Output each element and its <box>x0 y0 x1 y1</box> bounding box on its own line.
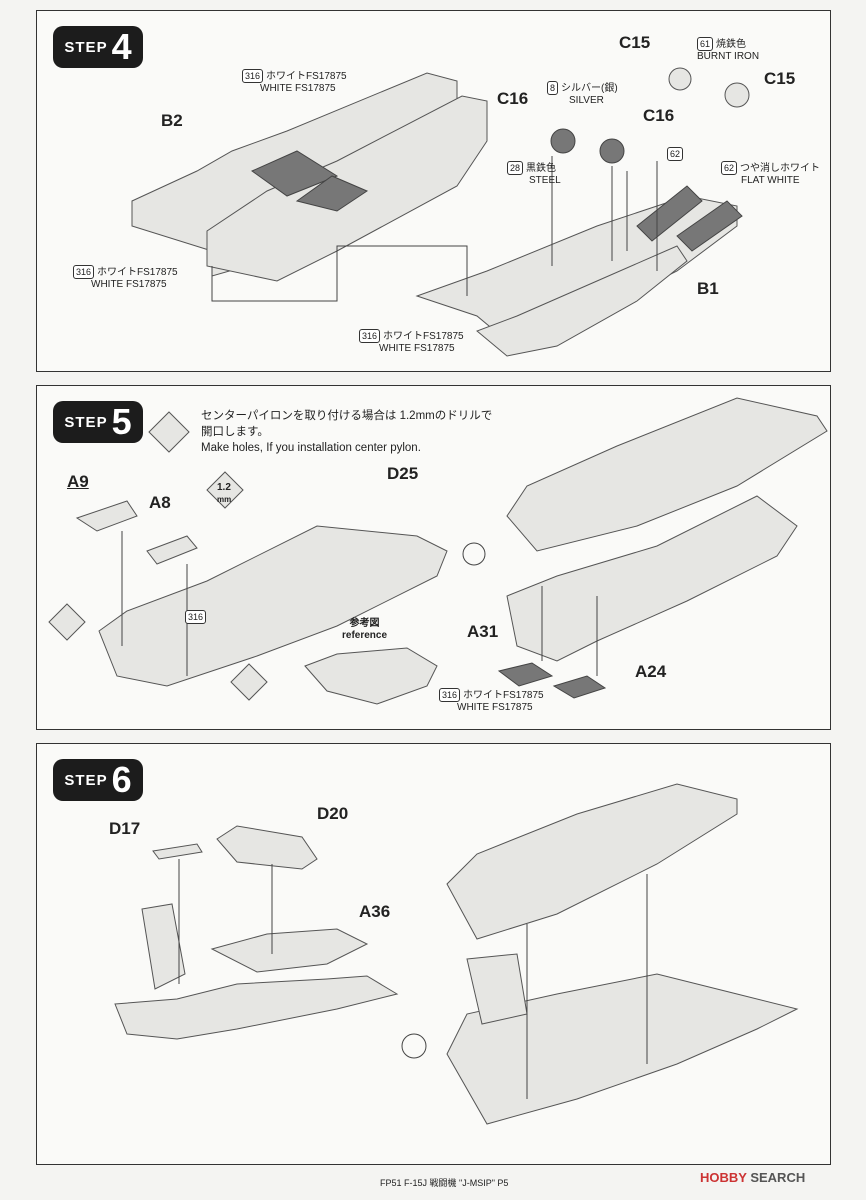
step-icon-bottom <box>230 663 268 701</box>
part-c16-a <box>550 128 576 154</box>
part-label-a9: A9 <box>67 472 89 491</box>
rotate-icon <box>462 542 486 566</box>
step-6-badge: STEP 6 <box>53 759 143 801</box>
part-label-d17: D17 <box>109 819 141 838</box>
step-5-badge: STEP 5 <box>53 401 143 443</box>
color-callout-316-small: 316 <box>185 610 209 624</box>
part-a8 <box>146 535 198 565</box>
step-number: 5 <box>111 401 132 442</box>
part-c15-a <box>668 67 692 91</box>
part-label-c15-right: C15 <box>764 69 796 88</box>
drill-note: センターパイロンを取り付ける場合は 1.2mmのドリルで開口します。 Make … <box>201 408 501 456</box>
step-icon-left <box>48 603 86 641</box>
part-label-b2: B2 <box>161 111 183 130</box>
part-d20 <box>216 825 318 870</box>
color-callout-flat-white-small: 62 <box>667 147 686 161</box>
step-6-drawing <box>114 783 799 1125</box>
part-label-a24: A24 <box>635 662 667 681</box>
rotate-icon <box>401 1033 427 1059</box>
step-number: 4 <box>111 26 132 67</box>
step-label: STEP <box>64 413 108 431</box>
step-label: STEP <box>64 771 108 789</box>
part-label-a8: A8 <box>149 493 171 512</box>
drill-icon <box>148 411 190 453</box>
part-label-d25: D25 <box>387 464 419 483</box>
part-label-a31: A31 <box>467 622 499 641</box>
part-label-a36: A36 <box>359 902 391 921</box>
part-c15-b <box>724 82 750 108</box>
step-number: 6 <box>111 759 132 800</box>
reference-drawing <box>304 647 438 705</box>
part-d25 <box>98 525 448 687</box>
step-5-drawing <box>48 397 828 705</box>
drill-note-jp: センターパイロンを取り付ける場合は 1.2mmのドリルで開口します。 <box>201 410 493 438</box>
part-label-b1: B1 <box>697 279 719 298</box>
step-4-drawing <box>131 67 750 357</box>
part-d17 <box>152 843 203 860</box>
part-c16-b <box>599 138 625 164</box>
part-label-c15-top: C15 <box>619 33 651 52</box>
part-label-d20: D20 <box>317 804 349 823</box>
part-a9 <box>75 500 138 532</box>
part-a36 <box>210 928 369 973</box>
drill-note-en: Make holes, If you installation center p… <box>201 442 421 454</box>
watermark: HOBBY SEARCH <box>700 1170 806 1185</box>
step-label: STEP <box>64 38 108 56</box>
step-4-badge: STEP 4 <box>53 26 143 68</box>
part-a31 <box>497 662 554 687</box>
part-label-c16-right: C16 <box>643 106 675 125</box>
step-5-panel: STEP 5 センターパイロンを取り付ける場合は 1.2mmのドリルで開口します… <box>36 385 831 730</box>
part-label-c16-left: C16 <box>497 89 529 108</box>
step-6-panel: STEP 6 D17 D20 A36 <box>36 743 831 1165</box>
page-footer: FP51 F-15J 戦闘機 "J-MSIP" P5 <box>380 1178 509 1188</box>
drill-size-icon <box>206 471 244 509</box>
part-a24 <box>552 675 607 699</box>
